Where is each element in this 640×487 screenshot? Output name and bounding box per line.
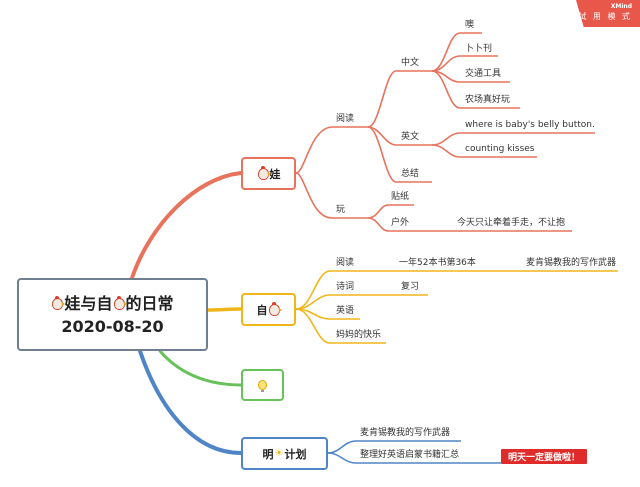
root-topic[interactable]: 娃与自的日常 2020-08-20 <box>17 278 208 351</box>
connector-root-idea <box>158 349 243 387</box>
sun-icon: ☀ <box>274 448 284 459</box>
root-title-part1: 娃与自 <box>64 293 113 313</box>
main-topic-self[interactable]: 自 <box>241 293 296 326</box>
topic-stickers[interactable]: 贴纸 <box>391 192 410 202</box>
topic-poetry-note[interactable]: 复习 <box>401 282 420 292</box>
main-topic-baby[interactable]: 娃 <box>241 157 296 190</box>
main-topic-idea[interactable] <box>241 369 284 401</box>
connector-root-self <box>206 307 243 312</box>
trial-mode-label: 試 用 模 式 <box>578 12 632 21</box>
topic-chinese[interactable]: 中文 <box>401 58 420 68</box>
topic-outdoor[interactable]: 户外 <box>391 218 410 228</box>
topic-baby-reading[interactable]: 阅读 <box>336 114 355 124</box>
topic-plan-item-1[interactable]: 麦肯锡教我的写作武器 <box>360 428 451 438</box>
connector-root-plan <box>138 349 243 455</box>
trial-mode-badge: XMind 試 用 模 式 <box>576 0 640 27</box>
topic-self-reading-book[interactable]: 麦肯锡教我的写作武器 <box>526 258 617 268</box>
topic-self-reading[interactable]: 阅读 <box>336 258 355 268</box>
topic-english-item-1[interactable]: where is baby's belly button. <box>465 120 595 130</box>
root-date: 2020-08-20 <box>61 316 164 336</box>
topic-plan-item-2[interactable]: 整理好英语启蒙书籍汇总 <box>360 450 460 460</box>
topic-poetry[interactable]: 诗词 <box>336 282 355 292</box>
connector-root-baby <box>130 171 243 280</box>
callout-reminder[interactable]: 明天一定要做啦！ <box>501 449 587 464</box>
chick-icon <box>268 301 282 316</box>
topic-chinese-item-3[interactable]: 交通工具 <box>465 69 502 79</box>
topic-english[interactable]: 英文 <box>401 132 420 142</box>
topic-summary[interactable]: 总结 <box>401 169 420 179</box>
root-title-line1: 娃与自的日常 <box>51 292 174 315</box>
main-topic-plan-label-a: 明 <box>262 447 274 461</box>
topic-play[interactable]: 玩 <box>336 205 346 215</box>
main-topic-self-label: 自 <box>256 303 268 317</box>
main-topic-plan[interactable]: 明☀计划 <box>241 437 328 470</box>
brand-label: XMind <box>610 3 632 10</box>
topic-mom-happy[interactable]: 妈妈的快乐 <box>336 330 382 340</box>
root-title-part2: 的日常 <box>125 293 174 313</box>
topic-chinese-item-4[interactable]: 农场真好玩 <box>465 95 511 105</box>
chick-icon <box>257 165 271 180</box>
topic-chinese-item-1[interactable]: 噢 <box>465 20 475 30</box>
topic-outdoor-note[interactable]: 今天只让牵着手走，不让抱 <box>457 218 566 228</box>
topic-chinese-item-2[interactable]: 卜卜刊 <box>465 44 493 54</box>
main-topic-baby-label: 娃 <box>269 167 281 181</box>
chick-icon <box>52 295 66 310</box>
topic-english-item-2[interactable]: counting kisses <box>465 144 535 154</box>
chick-icon <box>113 295 127 310</box>
lightbulb-icon <box>258 380 267 392</box>
topic-self-reading-note[interactable]: 一年52本书第36本 <box>399 258 476 268</box>
topic-self-english[interactable]: 英语 <box>336 306 355 316</box>
main-topic-plan-label-b: 计划 <box>284 447 307 461</box>
